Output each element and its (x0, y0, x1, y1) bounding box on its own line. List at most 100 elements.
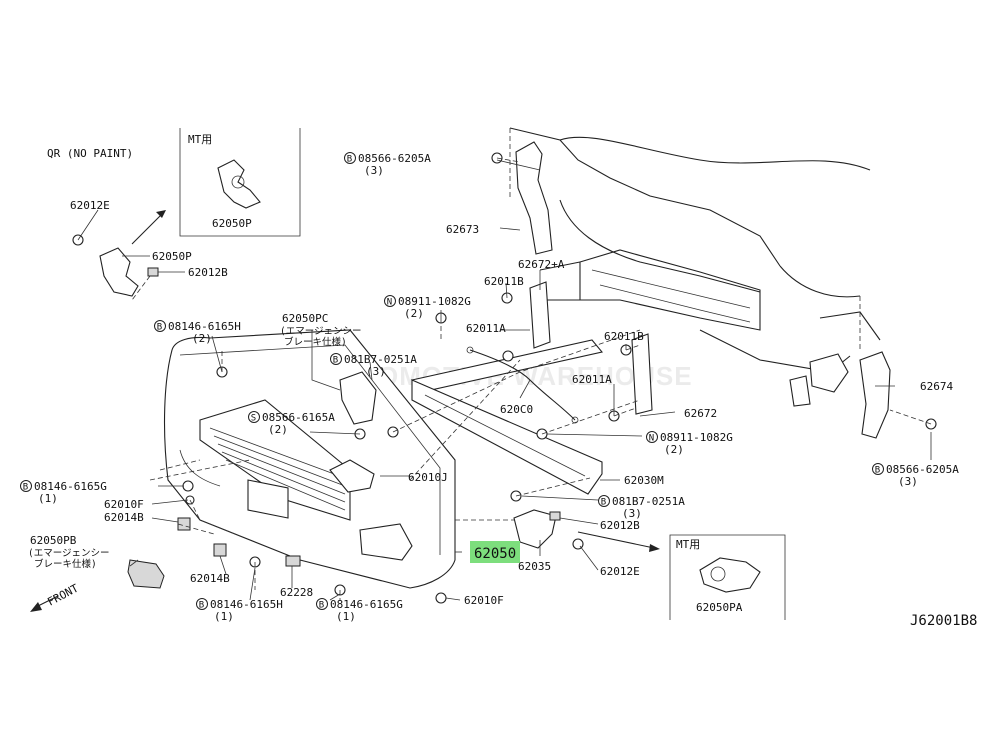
part-62035[interactable]: 62035 (518, 560, 551, 573)
marker-letter: B (347, 155, 352, 165)
bracket-62050PB (127, 559, 165, 589)
part-62672A[interactable]: 62672+A (518, 258, 565, 271)
part-62012B-right[interactable]: 62012B (600, 519, 640, 532)
part-62012E-right[interactable]: 62012E (600, 565, 640, 578)
note-62050PB-2: ブレーキ仕様) (34, 558, 97, 570)
part-labels: 62012E 62050P 62012B 08146-6165H (2) 620… (28, 152, 959, 623)
part-08146-6165G-left[interactable]: 08146-6165G (34, 480, 107, 493)
part-62674[interactable]: 62674 (920, 380, 953, 393)
part-62050P[interactable]: 62050P (152, 250, 192, 263)
clip-62012B-top (147, 267, 159, 277)
qty-08911-1082G-right: (2) (664, 443, 684, 456)
qty-08146-6165H-bottom: (1) (214, 610, 234, 623)
marker-circle (384, 295, 396, 307)
marker-letter: B (333, 356, 338, 366)
part-08146-6165G-bottom[interactable]: 08146-6165G (330, 598, 403, 611)
marker-letter: B (199, 601, 204, 611)
inset-right-header: MT用 (676, 538, 700, 551)
bracket-62674 (859, 351, 891, 439)
inset-left-mt: MT用 62050P (179, 128, 301, 237)
part-62228[interactable]: 62228 (280, 586, 313, 599)
part-62012B-top[interactable]: 62012B (188, 266, 228, 279)
part-08146-6165H-bottom[interactable]: 08146-6165H (210, 598, 283, 611)
qr-note: QR (NO PAINT) (47, 147, 133, 160)
bumper-fascia-62050 (163, 329, 456, 589)
marker-circle (872, 463, 884, 475)
part-62011A-right[interactable]: 62011A (572, 373, 612, 386)
note-62050PB-1: (エマージェンシー (28, 548, 110, 559)
qty-08566-6205A-top: (3) (364, 164, 384, 177)
clip-62014B-left (177, 517, 191, 531)
part-62050PB[interactable]: 62050PB (30, 534, 77, 547)
reinforcement-62030M (411, 379, 603, 495)
part-08146-6165H-top[interactable]: 08146-6165H (168, 320, 241, 333)
fog-lamp-bracket-icon (217, 159, 261, 209)
marker-letter: B (875, 466, 880, 476)
part-62010J[interactable]: 62010J (408, 471, 448, 484)
inset-right-mt: MT用 62050PA (669, 534, 786, 620)
bracket-62673 (515, 141, 553, 255)
part-620C0[interactable]: 620C0 (500, 403, 533, 416)
part-62050[interactable]: 62050 (474, 546, 516, 562)
diagram-id: J62001B8 (910, 613, 977, 629)
front-direction: FRONT (30, 581, 81, 612)
qty-08146-6165G-bottom: (1) (336, 610, 356, 623)
part-081B7-0251A-right[interactable]: 081B7-0251A (612, 495, 685, 508)
part-62050PC[interactable]: 62050PC (282, 312, 328, 325)
marker-circle (20, 480, 32, 492)
fog-lamp-62050P (99, 247, 139, 297)
stay-62672-left (529, 281, 551, 349)
pad-62228 (285, 555, 301, 567)
marker-letter: B (319, 601, 324, 611)
marker-circle (646, 431, 658, 443)
inset-left-header: MT用 (188, 133, 212, 146)
inset-left-part: 62050P (212, 217, 252, 230)
marker-letter: S (251, 414, 256, 424)
clip-62014B-bottom (213, 543, 227, 557)
clip-62012B-right (549, 511, 561, 521)
part-08566-6205A-top[interactable]: 08566-6205A (358, 152, 431, 165)
qty-08566-6165A: (2) (268, 423, 288, 436)
part-62030M[interactable]: 62030M (624, 474, 664, 487)
part-62010F-left[interactable]: 62010F (104, 498, 144, 511)
part-62014B-bottom[interactable]: 62014B (190, 572, 230, 585)
part-62012E-top[interactable]: 62012E (70, 199, 110, 212)
marker-circle (598, 495, 610, 507)
marker-letter: N (649, 434, 654, 444)
marker-letter: B (601, 498, 606, 508)
marker-circle (248, 411, 260, 423)
part-62672[interactable]: 62672 (684, 407, 717, 420)
fog-lamp-bracket-icon (699, 557, 761, 593)
leader-lines (77, 159, 932, 601)
part-62011B-right[interactable]: 62011B (604, 330, 644, 343)
inset-right-part: 62050PA (696, 601, 743, 614)
bezel-62010J (329, 459, 375, 493)
arrow-to-left-inset (131, 213, 163, 245)
note-62050PC-1: (エマージェンシー (280, 326, 362, 337)
bracket-62050PC (339, 371, 377, 425)
marker-circle (316, 598, 328, 610)
qty-08146-6165H-top: (2) (192, 332, 212, 345)
part-62011A-left[interactable]: 62011A (466, 322, 506, 335)
note-62050PC-2: ブレーキ仕様) (284, 336, 347, 348)
qty-08146-6165G-left: (1) (38, 492, 58, 505)
part-62673[interactable]: 62673 (446, 223, 479, 236)
part-62014B-left[interactable]: 62014B (104, 511, 144, 524)
part-08566-6205A-right[interactable]: 08566-6205A (886, 463, 959, 476)
marker-circle (330, 353, 342, 365)
part-62011B-top[interactable]: 62011B (484, 275, 524, 288)
qty-081B7-0251A-top: (3) (366, 365, 386, 378)
part-08911-1082G-top[interactable]: 08911-1082G (398, 295, 471, 308)
part-081B7-0251A-top[interactable]: 081B7-0251A (344, 353, 417, 366)
part-62010F-right[interactable]: 62010F (464, 594, 504, 607)
vehicle-body-outline (509, 127, 881, 407)
highlight-62050 (470, 541, 520, 563)
part-08566-6165A[interactable]: 08566-6165A (262, 411, 335, 424)
marker-letter: N (387, 298, 392, 308)
arrow-to-right-inset (577, 531, 655, 549)
front-label: FRONT (45, 581, 81, 608)
marker-circle (196, 598, 208, 610)
part-08911-1082G-right[interactable]: 08911-1082G (660, 431, 733, 444)
